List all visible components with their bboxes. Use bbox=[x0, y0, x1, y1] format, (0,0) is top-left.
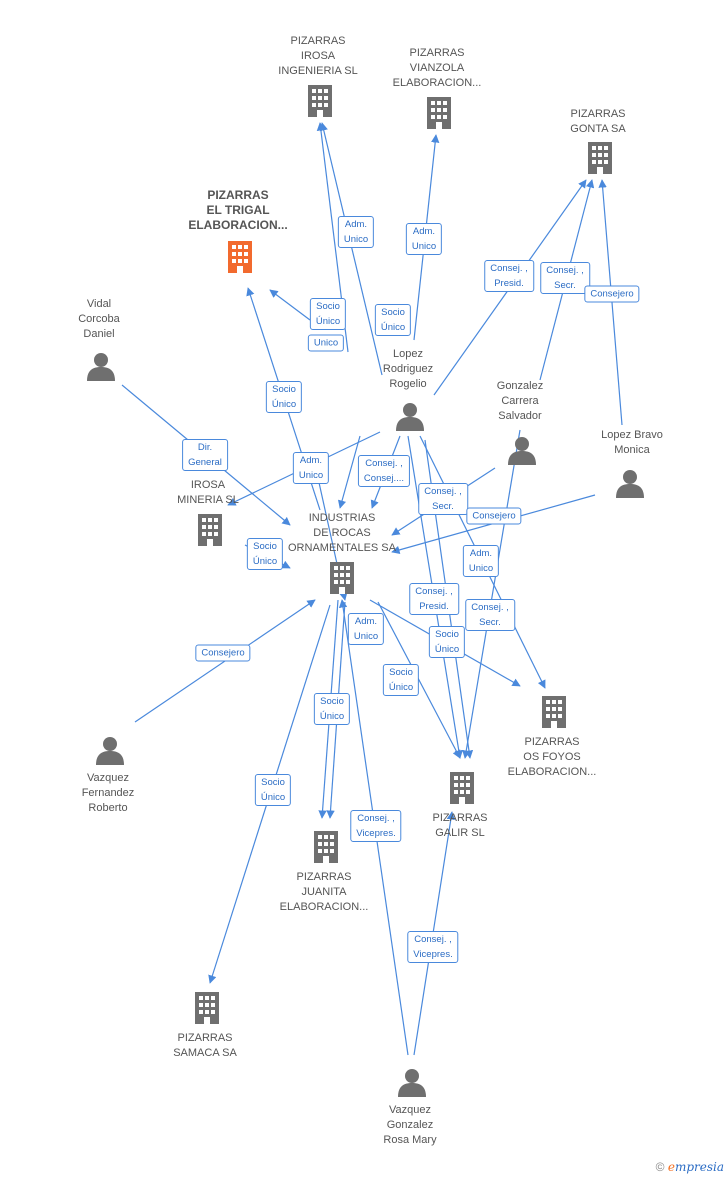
node-label-juanita[interactable]: PIZARRAS JUANITA ELABORACION... bbox=[279, 871, 369, 913]
node-label-irosa-min[interactable]: IROSA MINERIA SL bbox=[177, 479, 239, 506]
relation-label[interactable]: Consej. , Secr. bbox=[418, 483, 468, 515]
building-icon[interactable] bbox=[228, 241, 252, 273]
building-icon[interactable] bbox=[308, 85, 332, 117]
person-icon[interactable] bbox=[87, 353, 115, 381]
node-label-trigal[interactable]: PIZARRAS EL TRIGAL ELABORACION... bbox=[188, 188, 288, 232]
relation-label[interactable]: Consejero bbox=[584, 285, 640, 303]
brand-name: mpresia bbox=[674, 1160, 724, 1174]
edge-line bbox=[377, 601, 461, 759]
relation-label[interactable]: Consejero bbox=[466, 507, 522, 525]
node-label-irosa-ing[interactable]: PIZARRAS IROSA INGENIERIA SL bbox=[278, 35, 358, 77]
node-label-vidal[interactable]: Vidal Corcoba Daniel bbox=[78, 298, 120, 340]
relation-label[interactable]: Dir. General bbox=[182, 439, 228, 471]
building-icon[interactable] bbox=[330, 562, 354, 594]
relation-label[interactable]: Adm. Unico bbox=[337, 216, 375, 248]
relation-label[interactable]: Socio Único bbox=[246, 538, 284, 570]
edge-line bbox=[319, 122, 383, 376]
relation-label[interactable]: Consej. , Presid. bbox=[484, 260, 534, 292]
copyright-symbol: © bbox=[655, 1160, 665, 1174]
relation-label[interactable]: Socio Único bbox=[313, 693, 351, 725]
relation-label[interactable]: Unico bbox=[307, 334, 345, 352]
building-icon[interactable] bbox=[542, 696, 566, 728]
edge-line bbox=[598, 179, 623, 426]
relation-label[interactable]: Adm. Unico bbox=[347, 613, 385, 645]
person-icon[interactable] bbox=[508, 437, 536, 465]
person-icon[interactable] bbox=[398, 1069, 426, 1097]
node-label-gonzalez[interactable]: Gonzalez Carrera Salvador bbox=[496, 380, 544, 422]
edge-line bbox=[462, 429, 521, 759]
node-label-lopez-rod[interactable]: Lopez Rodriguez Rogelio bbox=[382, 348, 434, 390]
building-icon[interactable] bbox=[195, 992, 219, 1024]
building-icon[interactable] bbox=[198, 514, 222, 546]
building-icon[interactable] bbox=[450, 772, 474, 804]
relation-label[interactable]: Consej. , Secr. bbox=[540, 262, 590, 294]
relation-label[interactable]: Consej. , Presid. bbox=[409, 583, 459, 615]
building-icon[interactable] bbox=[314, 831, 338, 863]
building-icon[interactable] bbox=[588, 142, 612, 174]
relation-label[interactable]: Socio Único bbox=[428, 626, 466, 658]
brand-e: e bbox=[667, 1160, 675, 1174]
footer-brand: © empresia bbox=[656, 1160, 724, 1174]
node-label-lopez-bravo[interactable]: Lopez Bravo Monica bbox=[601, 429, 663, 456]
person-icon[interactable] bbox=[396, 403, 424, 431]
node-label-gonta[interactable]: PIZARRAS GONTA SA bbox=[570, 108, 626, 135]
relation-label[interactable]: Consej. , Vicepres. bbox=[350, 810, 402, 842]
node-label-industrias[interactable]: INDUSTRIAS DE ROCAS ORNAMENTALES SA bbox=[288, 512, 396, 554]
edge-line bbox=[337, 435, 361, 509]
relation-label[interactable]: Consej. , Secr. bbox=[465, 599, 515, 631]
node-label-os-foyos[interactable]: PIZARRAS OS FOYOS ELABORACION... bbox=[507, 736, 597, 778]
edge-line bbox=[269, 289, 311, 321]
relation-label[interactable]: Adm. Unico bbox=[462, 545, 500, 577]
relation-label[interactable]: Socio Único bbox=[309, 298, 347, 330]
node-label-vianzola[interactable]: PIZARRAS VIANZOLA ELABORACION... bbox=[392, 47, 482, 89]
relation-label[interactable]: Adm. Unico bbox=[292, 452, 330, 484]
relation-label[interactable]: Consejero bbox=[195, 644, 251, 662]
node-label-vazquez-fer[interactable]: Vazquez Fernandez Roberto bbox=[81, 772, 135, 814]
relation-label[interactable]: Socio Único bbox=[374, 304, 412, 336]
relation-label[interactable]: Socio Único bbox=[382, 664, 420, 696]
relation-label[interactable]: Socio Único bbox=[254, 774, 292, 806]
node-label-samaca[interactable]: PIZARRAS SAMACA SA bbox=[173, 1032, 237, 1059]
relation-label[interactable]: Consej. , Consej.... bbox=[357, 455, 411, 487]
person-icon[interactable] bbox=[96, 737, 124, 765]
relation-label[interactable]: Adm. Unico bbox=[405, 223, 443, 255]
node-label-vazquez-gon[interactable]: Vazquez Gonzalez Rosa Mary bbox=[383, 1104, 437, 1146]
person-icon[interactable] bbox=[616, 470, 644, 498]
node-label-galir[interactable]: PIZARRAS GALIR SL bbox=[432, 812, 488, 839]
relation-label[interactable]: Consej. , Vicepres. bbox=[407, 931, 459, 963]
relation-label[interactable]: Socio Único bbox=[265, 381, 303, 413]
building-icon[interactable] bbox=[427, 97, 451, 129]
